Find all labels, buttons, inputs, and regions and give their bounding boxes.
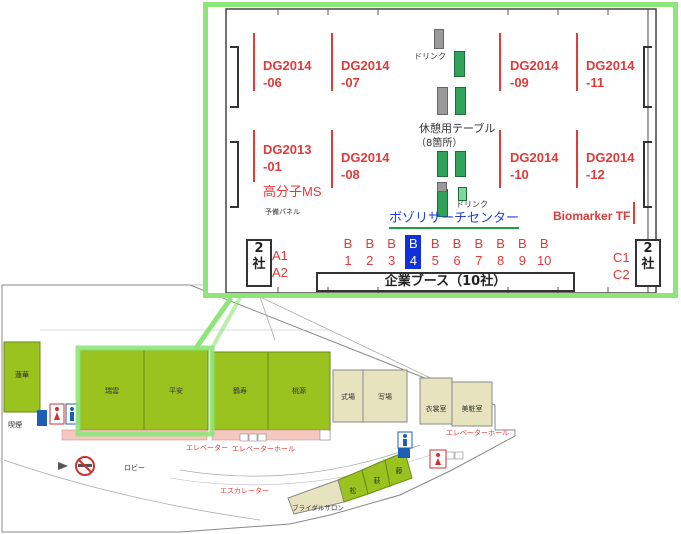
room-label-zuiun: 瑞雲 (105, 387, 119, 395)
room-bishou (451, 381, 493, 427)
corporate-booths-box: 企業ブース（10社） (316, 272, 575, 292)
b-booth-number: 9 (518, 253, 526, 268)
center-table (437, 151, 448, 177)
label-a2: A2 (272, 265, 288, 280)
accessible-icon-2 (398, 448, 410, 458)
right-companies-box: 2 社 (635, 239, 661, 287)
booth-dg2014-12: DG2014 -12 (586, 150, 635, 182)
b-booth-number: 10 (536, 253, 552, 268)
room-label-bridal: ブライダルサロン (292, 504, 344, 512)
room-label-renge: 蓮華 (15, 371, 29, 379)
booth-dg2014-07: DG2014 -07 (341, 58, 390, 90)
room-label-matsu: 松 (349, 487, 357, 495)
highlight-area (75, 345, 215, 437)
room-label-bishou: 美粧室 (461, 405, 483, 413)
elevator-label: エレベーター (186, 444, 228, 452)
drink-label-bottom: ドリンク (456, 200, 488, 209)
b-booth-letter: B (539, 236, 549, 251)
label-a1: A1 (272, 248, 288, 263)
room-label-hagi: 萩 (373, 477, 381, 485)
room-label-heian: 平安 (169, 387, 183, 395)
room-label-ishou: 衣裳室 (425, 405, 447, 413)
spare-panel-label: 予備パネル (265, 208, 300, 216)
b-booth-number: 8 (496, 253, 505, 268)
b-booth-number: 4 (405, 252, 422, 269)
room-label-tougen: 桃源 (292, 387, 306, 395)
b-booth-letter: B (496, 236, 505, 251)
no-smoking-icon (75, 456, 95, 476)
label-c1: C1 (613, 250, 630, 265)
room-zuiun (79, 349, 145, 431)
b-booth-letter: B (430, 236, 440, 251)
accessible-icon (37, 410, 47, 426)
booth-dg2014-10: DG2014 -10 (510, 150, 559, 182)
b-booth-number: 6 (453, 253, 461, 268)
left-companies-box: 2 社 (246, 239, 272, 287)
center-table (458, 187, 467, 201)
b-booth-letter: B (405, 235, 422, 252)
room-label-shajo: 写場 (378, 393, 392, 401)
rest-table-label: 休憩用テーブル (419, 122, 496, 135)
room-label-kakuju: 鶴寿 (233, 387, 247, 395)
smoking-label: 喫煙 (8, 421, 22, 429)
b-booth-letter: B (474, 236, 484, 251)
room-ishou (419, 377, 453, 425)
booth-dg2014-11: DG2014 -11 (586, 58, 635, 90)
room-shajo (362, 369, 408, 423)
b-booth-number: 1 (344, 253, 352, 268)
rest-table-count: （8箇所） (416, 138, 463, 149)
lobby-label: ロビー (124, 464, 145, 472)
room-renge (3, 341, 41, 413)
bozori-research-center: ボゾリサーチセンター (389, 210, 520, 229)
b-booth-number: 5 (431, 253, 439, 268)
room-bridal (287, 479, 345, 515)
room-label-shikijo: 式場 (341, 393, 355, 401)
label-c2: C2 (613, 267, 630, 282)
center-table (437, 87, 448, 115)
room-tougen (267, 351, 331, 431)
room-heian (143, 349, 209, 431)
b-booth-letter: B (452, 236, 462, 251)
center-table (455, 151, 466, 177)
b-booth-letter: B (343, 236, 353, 251)
booth-dg2014-09: DG2014 -09 (510, 58, 559, 90)
booth-dg2013-01: DG2013 -01 (263, 142, 312, 174)
booth-dg2014-08: DG2014 -08 (341, 150, 390, 182)
b-booth-number: 3 (387, 253, 396, 268)
center-table (437, 182, 447, 192)
b-booth-number: 2 (366, 253, 374, 268)
drink-label-top: ドリンク (414, 52, 446, 61)
b-booth-number: 7 (475, 253, 483, 268)
b-booth-letter: B (387, 236, 396, 251)
center-table (434, 29, 444, 49)
b-booth-letter: B (518, 236, 527, 251)
elevator-hall-label-1: エレベーターホール (232, 445, 295, 453)
elevator-hall-label-2: エレベーターホール (446, 429, 509, 437)
booth-dg2014-06: DG2014 -06 (263, 58, 312, 90)
biomarker-tf: Biomarker TF (553, 209, 631, 223)
exhibit-layout-inset: DG2014 -06 DG2014 -07 DG2014 -09 DG2014 … (203, 2, 678, 298)
b-booth-letter: B (365, 236, 375, 251)
center-table (455, 87, 466, 115)
center-table (454, 51, 465, 77)
room-label-fuji: 藤 (395, 467, 403, 475)
polymer-ms-label: 高分子MS (263, 184, 322, 199)
escalator-label: エスカレーター (220, 487, 269, 495)
